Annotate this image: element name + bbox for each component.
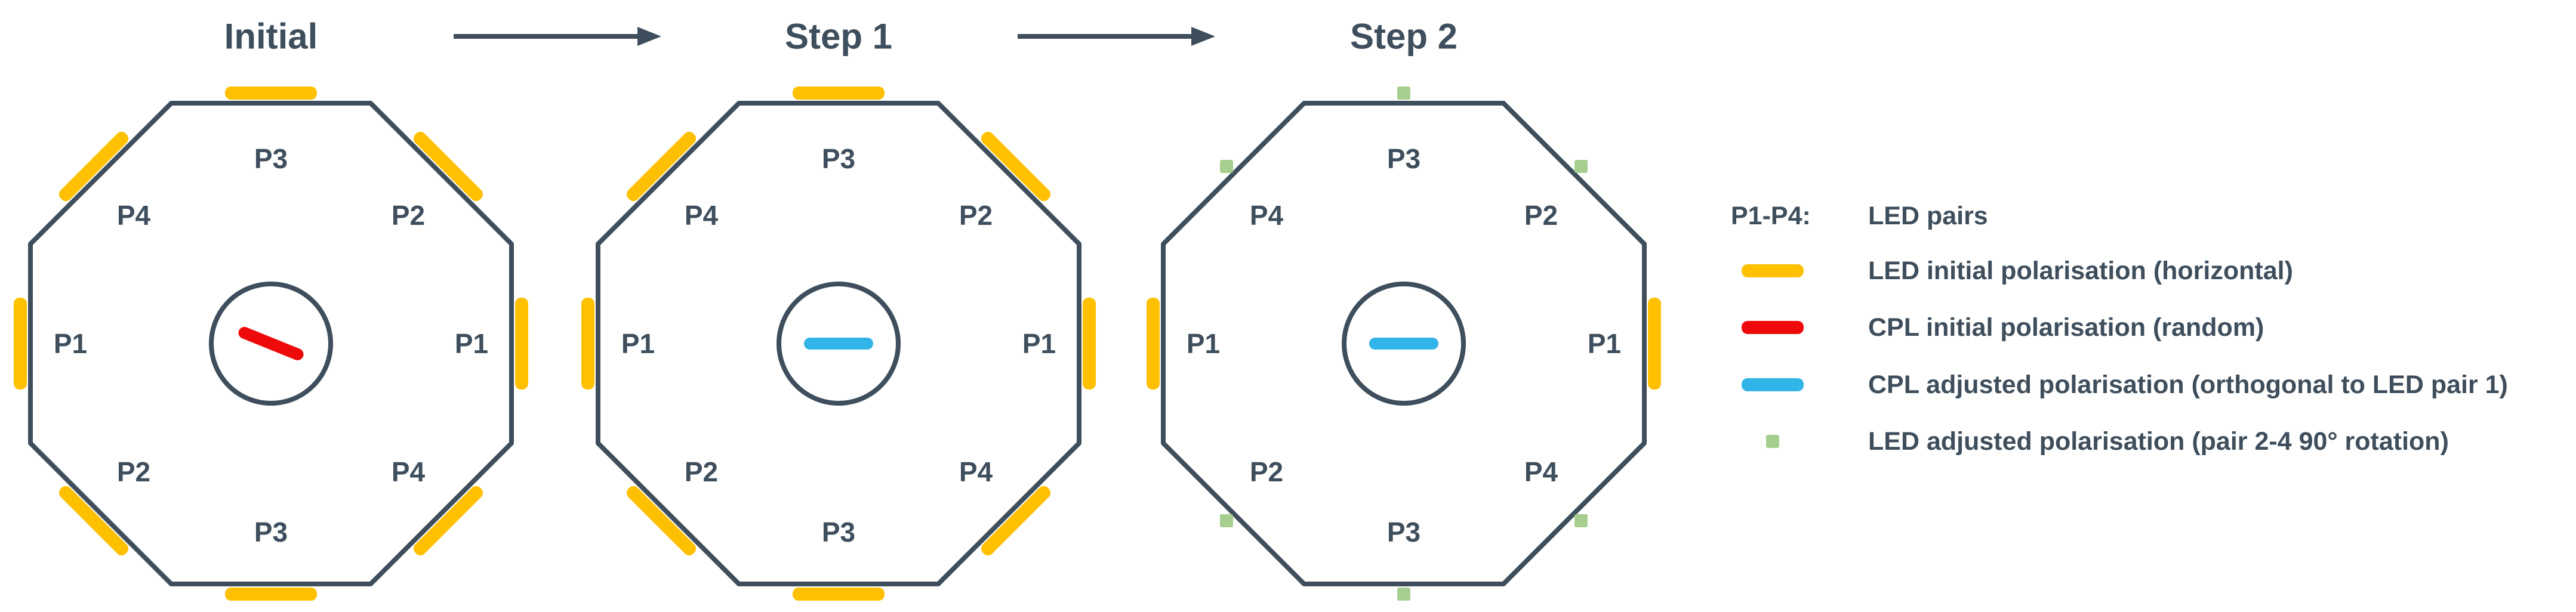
legend-item-label: CPL initial polarisation (random): [1868, 313, 2264, 342]
panel-initial: [14, 86, 528, 601]
legend-swatch-yellow-bar: [1742, 264, 1804, 277]
led-bar-top: [793, 86, 885, 100]
arrow-head-icon: [1191, 27, 1215, 46]
led-bar-bottom: [793, 588, 885, 601]
legend-pairs-key: P1-P4:: [1731, 202, 1811, 230]
led-rotated-marker-top: [1397, 86, 1410, 100]
legend-item-label: LED initial polarisation (horizontal): [1868, 256, 2293, 285]
panel-step2: [1147, 86, 1661, 601]
legend: P1-P4: LED pairs LED initial polarisatio…: [1731, 202, 2508, 456]
cpl-adjusted-polarisation-bar: [804, 338, 873, 350]
panel-title-initial: Initial: [224, 17, 318, 57]
panel-title-step2: Step 2: [1350, 17, 1458, 57]
cpl-initial-polarisation-bar: [238, 327, 304, 360]
led-bar-bottom: [225, 588, 317, 601]
led-rotated-marker-lower-right: [1574, 514, 1588, 527]
led-rotated-marker-lower-left: [1220, 514, 1233, 527]
legend-swatch-red-bar: [1742, 321, 1804, 334]
led-bar-right: [1648, 298, 1661, 390]
legend-item-label: CPL adjusted polarisation (orthogonal to…: [1868, 370, 2508, 399]
legend-swatch-blue-bar: [1742, 378, 1804, 391]
led-bar-left: [14, 298, 27, 390]
arrow-initial-to-step1: [454, 27, 661, 46]
panel-step1: [581, 86, 1096, 601]
led-bar-right: [1083, 298, 1096, 390]
led-rotated-marker-upper-right: [1574, 160, 1588, 173]
legend-swatch-green-square: [1766, 435, 1779, 448]
led-rotated-marker-bottom: [1397, 588, 1410, 601]
led-bar-left: [1147, 298, 1160, 390]
panel-title-step1: Step 1: [785, 17, 892, 57]
legend-pairs-value: LED pairs: [1868, 202, 1988, 230]
led-rotated-marker-upper-left: [1220, 160, 1233, 173]
arrow-head-icon: [637, 27, 661, 46]
cpl-adjusted-polarisation-bar: [1369, 338, 1438, 350]
led-bar-top: [225, 86, 317, 100]
arrow-step1-to-step2: [1018, 27, 1215, 46]
legend-item-label: LED adjusted polarisation (pair 2-4 90° …: [1868, 427, 2449, 456]
led-bar-left: [581, 298, 594, 390]
led-bar-right: [515, 298, 528, 390]
